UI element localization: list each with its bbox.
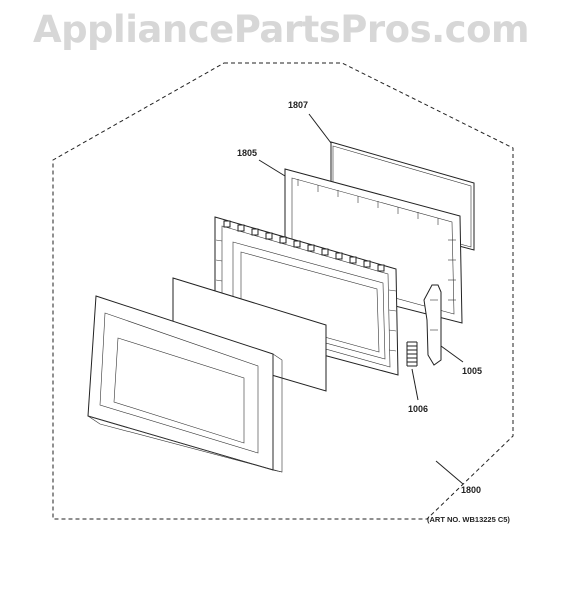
- label-1805: 1805: [237, 148, 257, 158]
- art-number: (ART NO. WB13225 C5): [427, 515, 510, 524]
- leader-1807: [308, 113, 332, 144]
- part-1005-latch-hook: [423, 284, 442, 366]
- label-1006: 1006: [408, 404, 428, 414]
- site-watermark: AppliancePartsPros.com: [32, 8, 530, 51]
- label-1800: 1800: [461, 485, 481, 495]
- label-1807: 1807: [288, 100, 308, 110]
- leader-1800: [435, 460, 464, 485]
- part-1006-spring: [406, 341, 418, 367]
- leader-1005: [440, 345, 464, 363]
- leader-1006: [411, 368, 419, 401]
- leader-1805: [258, 159, 286, 177]
- assembly-boundary: [52, 62, 514, 520]
- label-1005: 1005: [462, 366, 482, 376]
- front-door-panel: [87, 295, 283, 473]
